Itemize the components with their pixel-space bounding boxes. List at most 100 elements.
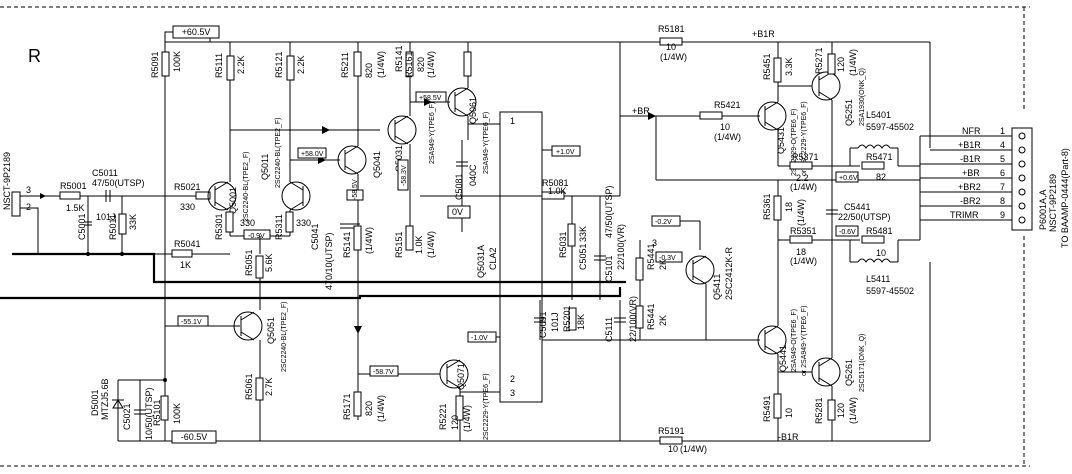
C5011-val: 47/50(UTSP) [92,178,145,188]
R5161-val: (1/4W) [426,51,436,78]
R5281-val: 10 [784,408,794,418]
vas-section: R5091 100K +58.0V Q5041 C5041 470/10(UTS… [90,42,490,441]
transistor-Q5011 [281,181,311,211]
connector-ref: P6001A,A [1038,189,1048,230]
resistor-R5111 [226,55,235,81]
ic-pin-1: 1 [510,116,515,126]
C5051-ref: C5051 [578,243,588,270]
R5421-ref: R5421 [714,100,741,110]
R5281-ref: R5491 [762,395,772,422]
input-section: NSCT-9P2189 3 2 R5001 1.5K C5011 47/50(U… [2,152,230,270]
pin-num-4: 4 [1000,140,1005,150]
resistor-R5101 [160,395,169,421]
R5181-val2: (1/4W) [660,52,687,62]
C5041-ref: C5041 [310,223,320,250]
resistor-R5381 [827,399,836,421]
R5441-val: 2K [658,259,668,270]
transistor-Q5041 [337,145,367,175]
R5131-ref: R5201 [562,305,572,332]
R5041-ref: R5041 [174,239,201,249]
input-pin-3: 3 [26,185,31,195]
R5201-ref: R5031 [558,231,568,258]
pin-num-5: 5 [1000,154,1005,164]
R5181-val: 10 [666,42,676,52]
resistor-R5051 [255,255,264,279]
R5141-ref: R5141 [394,45,404,72]
C5441-val: 22/50(UTSP) [838,212,891,222]
C5001-val: 101J [96,212,116,222]
R5381-val: 120 [836,403,846,418]
R5491-ref: R5481 [866,226,893,236]
ic-ref: Q5031A [476,245,486,278]
D5001-part: MTZJ5.6B [100,378,110,420]
resistor-R5061 [255,377,264,401]
resistor-R5221-top [463,51,472,77]
R5081-val2: (1/4W) [426,231,436,258]
R5361-ref: R5351 [790,226,817,236]
Q5051-part: 2SC2240-BL(TPE2_F) [281,302,288,372]
resistor-R5361 [789,235,813,244]
neg-b1-rail-label: -B1R [778,432,799,442]
R5111-ref: R5111 [214,53,224,78]
resistor-R5371 [827,53,836,75]
resistor-R5151 [353,225,362,251]
transistor-Q5061 [447,87,477,117]
L5411-part: 5597-45502 [866,286,914,296]
resistor-R5041 [171,249,193,258]
R5371-val: 120 [836,57,846,72]
vtag-minus-58p3: -58.3V [401,165,408,186]
pin-num-6: 6 [1000,168,1005,178]
transistor-Q5411 [685,255,715,285]
Q5001-ref: Q5001 [228,187,238,214]
Q5251-part: 2SA1930(ONK_Q) [859,68,866,126]
pin-num-1: 1 [1000,126,1005,136]
resistor-R5131 [568,307,577,331]
R5061-ref: R5061 [244,373,254,400]
Q5431-alt: or 2SC2229-Y(TPE6_F) [801,101,808,176]
R5211-val: 820 [364,63,374,78]
R5061-val: 2.7K [264,377,274,396]
pin-label-minus-br2: -BR2 [960,196,981,206]
vtag-1p0: +1.0V [556,149,575,156]
Q5041-ref: Q5041 [372,151,382,178]
R5121-val: 2.2K [296,55,306,74]
ic-Q5031A [499,111,543,403]
R5171-val: 820 [364,401,374,416]
D5001-ref: D5001 [90,389,100,416]
Q5011-ref: Q5011 [260,154,270,180]
ic-pin-3: 3 [510,388,515,398]
vtag-58p5: +58.5V [419,95,442,102]
pin-label-plus-b1r: +B1R [958,140,981,150]
resistor-R5421 [699,111,723,120]
Q5441-part: 2SA949-O(TPE6_F) [791,309,798,372]
C5101-val: 47/50(UTSP) [604,185,614,238]
R5441-wiper-mark: 3 [652,238,657,248]
pin-num-8: 8 [1000,196,1005,206]
input-connector-ref: NSCT-9P2189 [2,152,12,210]
pin-label-nfr: NFR [962,126,981,136]
R5221-ref: R5221 [438,403,448,430]
C5111-val: 22/100(VR) [628,296,638,342]
R5491-val: 10 [876,248,886,258]
resistor-R5141 [405,51,414,77]
R5351-val: 2.2 [796,173,809,183]
R5171-val2: (1/4W) [376,395,386,422]
R5041-val: 1K [180,260,191,270]
C5021-val: 10/50(UTSP) [144,387,154,440]
resistor-R5191 [659,436,683,445]
R5031-ref: R5081 [542,178,569,188]
neg-rail-label: -60.5V [181,432,208,442]
Q5431-part: 2SC2229-O(TPE6_F) [791,109,798,176]
zero-volt-box [447,205,471,219]
R5191-val: 10 [668,444,678,454]
Q5071-part: 2SC2229-Y(TPE6_F) [483,373,490,440]
C5041-val: 470/10(UTSP) [324,232,334,290]
C5021-ref: C5021 [122,403,132,430]
R5151-val: (1/4W) [364,227,374,254]
resistor-R5181 [659,37,683,46]
C5121-val: 22/100(VR) [616,224,626,270]
transistor-Q5431 [757,101,787,131]
R5451-val: 2K [658,315,668,326]
R5101-ref: R5101 [152,399,162,426]
